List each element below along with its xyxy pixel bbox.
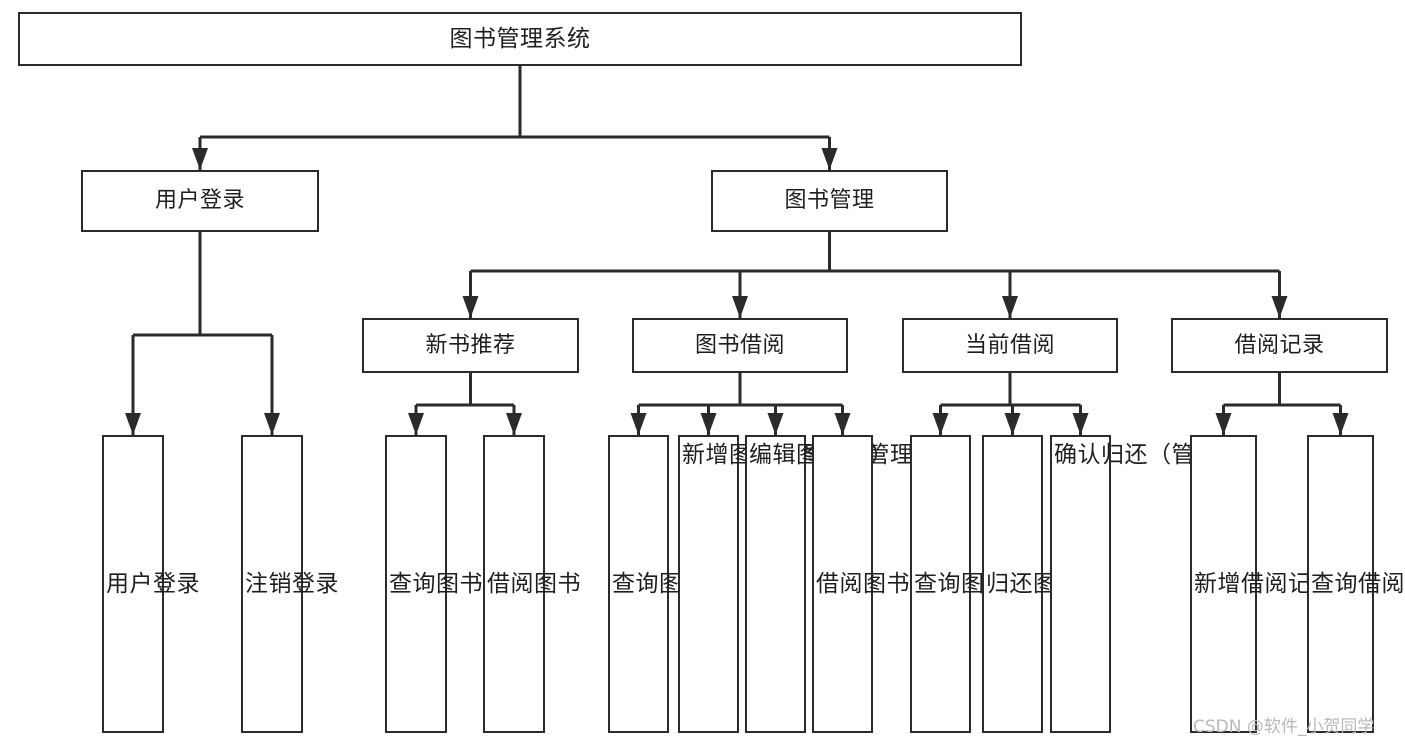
node-label: 归还图书 [986,570,1080,597]
node-leaf10[interactable]: 归还图书 [982,435,1080,733]
node-label: 借阅图书 [487,570,581,597]
node-label: 图书管理系统 [449,25,591,52]
node-label: 当前借阅 [964,332,1055,358]
node-label: 新增借阅记录 [1194,570,1335,597]
node-leaf13[interactable]: 查询借阅记录 [1307,435,1405,733]
node-label: 确认归还（管理员） [1054,442,1266,468]
node-leaf5[interactable]: 查询图书 [608,435,706,733]
arrowhead-icon [264,413,280,435]
node-label: 查询借阅记录 [1311,570,1405,597]
node-leaf7[interactable]: 编辑图书（管理员） [745,435,960,733]
node-label: 图书管理 [784,188,875,214]
node-label: 图书借阅 [694,332,785,358]
node-leaf12[interactable]: 新增借阅记录 [1190,435,1335,733]
node-leaf3[interactable]: 查询图书 [385,435,483,733]
arrowhead-icon [767,413,784,435]
node-leaf9[interactable]: 查询图书 [910,435,1008,733]
arrowhead-icon [506,413,522,435]
node-label: 用户登录 [106,570,200,597]
watermark: CSDN @软件_小贺同学 [1193,717,1375,737]
node-newbook[interactable]: 新书推荐 [362,318,579,373]
node-login[interactable]: 用户登录 [81,170,319,232]
arrowhead-icon [1002,296,1018,318]
node-leaf6[interactable]: 新增图书（管理员） [678,435,893,733]
node-label: 借阅图书 [816,570,910,597]
arrowhead-icon [732,296,748,318]
node-label: 查询图书 [914,570,1008,597]
node-bookmgmt[interactable]: 图书管理 [711,170,948,232]
arrowhead-icon [125,413,141,435]
node-records[interactable]: 借阅记录 [1171,318,1388,373]
arrowhead-icon [462,296,479,318]
node-label: 查询图书 [612,570,706,597]
node-leaf4[interactable]: 借阅图书 [483,435,581,733]
node-leaf1[interactable]: 用户登录 [102,435,200,733]
node-label: 编辑图书（管理员） [747,441,960,469]
node-label: 查询图书 [389,570,483,597]
node-current[interactable]: 当前借阅 [902,318,1118,373]
node-leaf8[interactable]: 借阅图书 [812,435,910,733]
arrowhead-icon [1271,296,1288,318]
node-label: 用户登录 [154,188,245,214]
node-label: 新增图书（管理员） [680,441,893,469]
node-leaf11[interactable]: 确认归还（管理员） [1050,435,1266,733]
arrowhead-icon [834,413,851,435]
node-borrow[interactable]: 图书借阅 [632,318,848,373]
arrowhead-icon [1072,413,1089,435]
arrowhead-icon [1332,413,1349,435]
arrowhead-icon [630,413,647,435]
node-label: 借阅记录 [1234,332,1325,358]
arrowhead-icon [1215,413,1232,435]
arrowhead-icon [700,413,717,435]
node-root[interactable]: 图书管理系统 [18,12,1022,66]
node-label: 新书推荐 [425,332,516,358]
arrowhead-icon [408,413,424,435]
arrowhead-icon [1004,413,1021,435]
arrowhead-icon [932,413,949,435]
node-label: 注销登录 [245,570,339,597]
node-leaf2[interactable]: 注销登录 [241,435,339,733]
arrowhead-icon [821,148,838,170]
arrowhead-icon [192,148,208,170]
